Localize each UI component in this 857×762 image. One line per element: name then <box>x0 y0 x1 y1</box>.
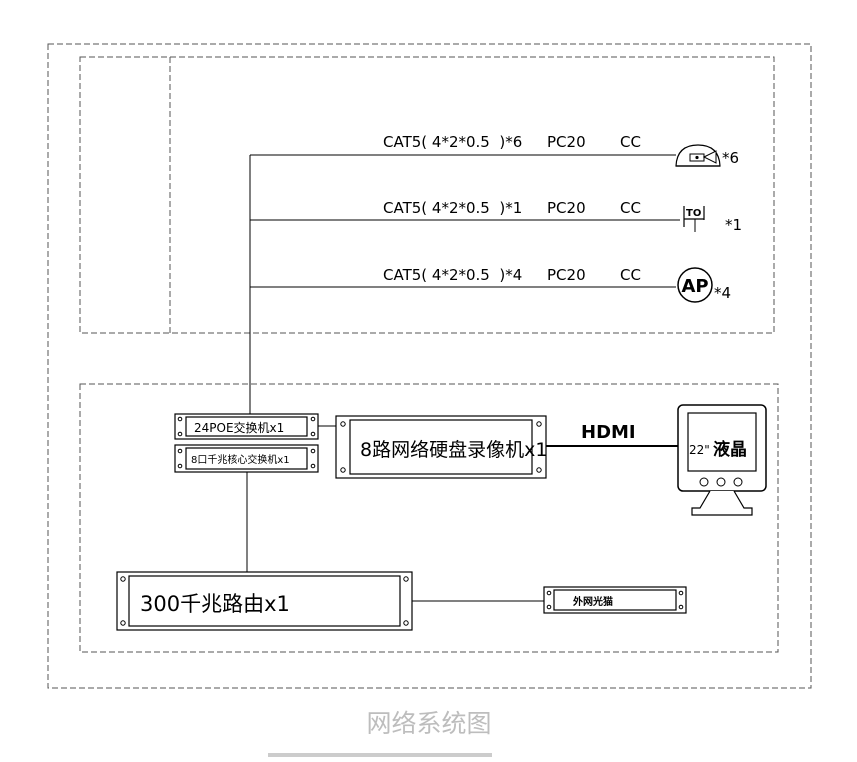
optical-modem: 外网光猫 <box>543 586 687 614</box>
cable-spec-2: CAT5( 4*2*0.5 )*1 <box>383 199 522 217</box>
cable-routing-3: CC <box>620 266 641 284</box>
outlet-label: TO <box>686 208 701 219</box>
ap-label: AP <box>681 276 708 297</box>
outer-frame <box>47 43 812 689</box>
hdmi-label: HDMI <box>581 422 636 443</box>
network-outlet-icon: TO <box>683 206 705 232</box>
camera-icon <box>675 144 721 167</box>
terminal-zone-frame <box>79 56 775 334</box>
diagram-title: 网络系统图 <box>366 709 491 738</box>
ap-qty: *4 <box>714 284 731 302</box>
monitor-type: 液晶 <box>713 439 747 460</box>
core-switch-label: 8口千兆核心交换机x1 <box>191 453 290 466</box>
monitor-size: 22" <box>689 443 710 457</box>
router: 300千兆路由x1 <box>116 571 413 631</box>
cable-spec-1: CAT5( 4*2*0.5 )*6 <box>383 133 522 151</box>
outlet-qty: *1 <box>725 216 742 234</box>
cable-conduit-3: PC20 <box>547 266 586 284</box>
core-switch: 8口千兆核心交换机x1 <box>174 444 319 473</box>
cable-routing-1: CC <box>620 133 641 151</box>
nvr: 8路网络硬盘录像机x1 <box>335 415 547 479</box>
cable-conduit-2: PC20 <box>547 199 586 217</box>
poe-switch-label: 24POE交换机x1 <box>194 420 284 435</box>
poe-switch: 24POE交换机x1 <box>174 413 319 440</box>
access-point-icon: AP <box>677 267 713 303</box>
equipment-zone-frame <box>79 383 779 653</box>
title-underline <box>268 753 492 757</box>
router-label: 300千兆路由x1 <box>140 592 290 616</box>
nvr-label: 8路网络硬盘录像机x1 <box>360 439 547 461</box>
cable-routing-2: CC <box>620 199 641 217</box>
monitor-icon: 22" 液晶 <box>677 404 767 516</box>
camera-qty: *6 <box>722 149 739 167</box>
cable-conduit-1: PC20 <box>547 133 586 151</box>
cable-spec-3: CAT5( 4*2*0.5 )*4 <box>383 266 522 284</box>
optical-modem-label: 外网光猫 <box>572 595 613 608</box>
